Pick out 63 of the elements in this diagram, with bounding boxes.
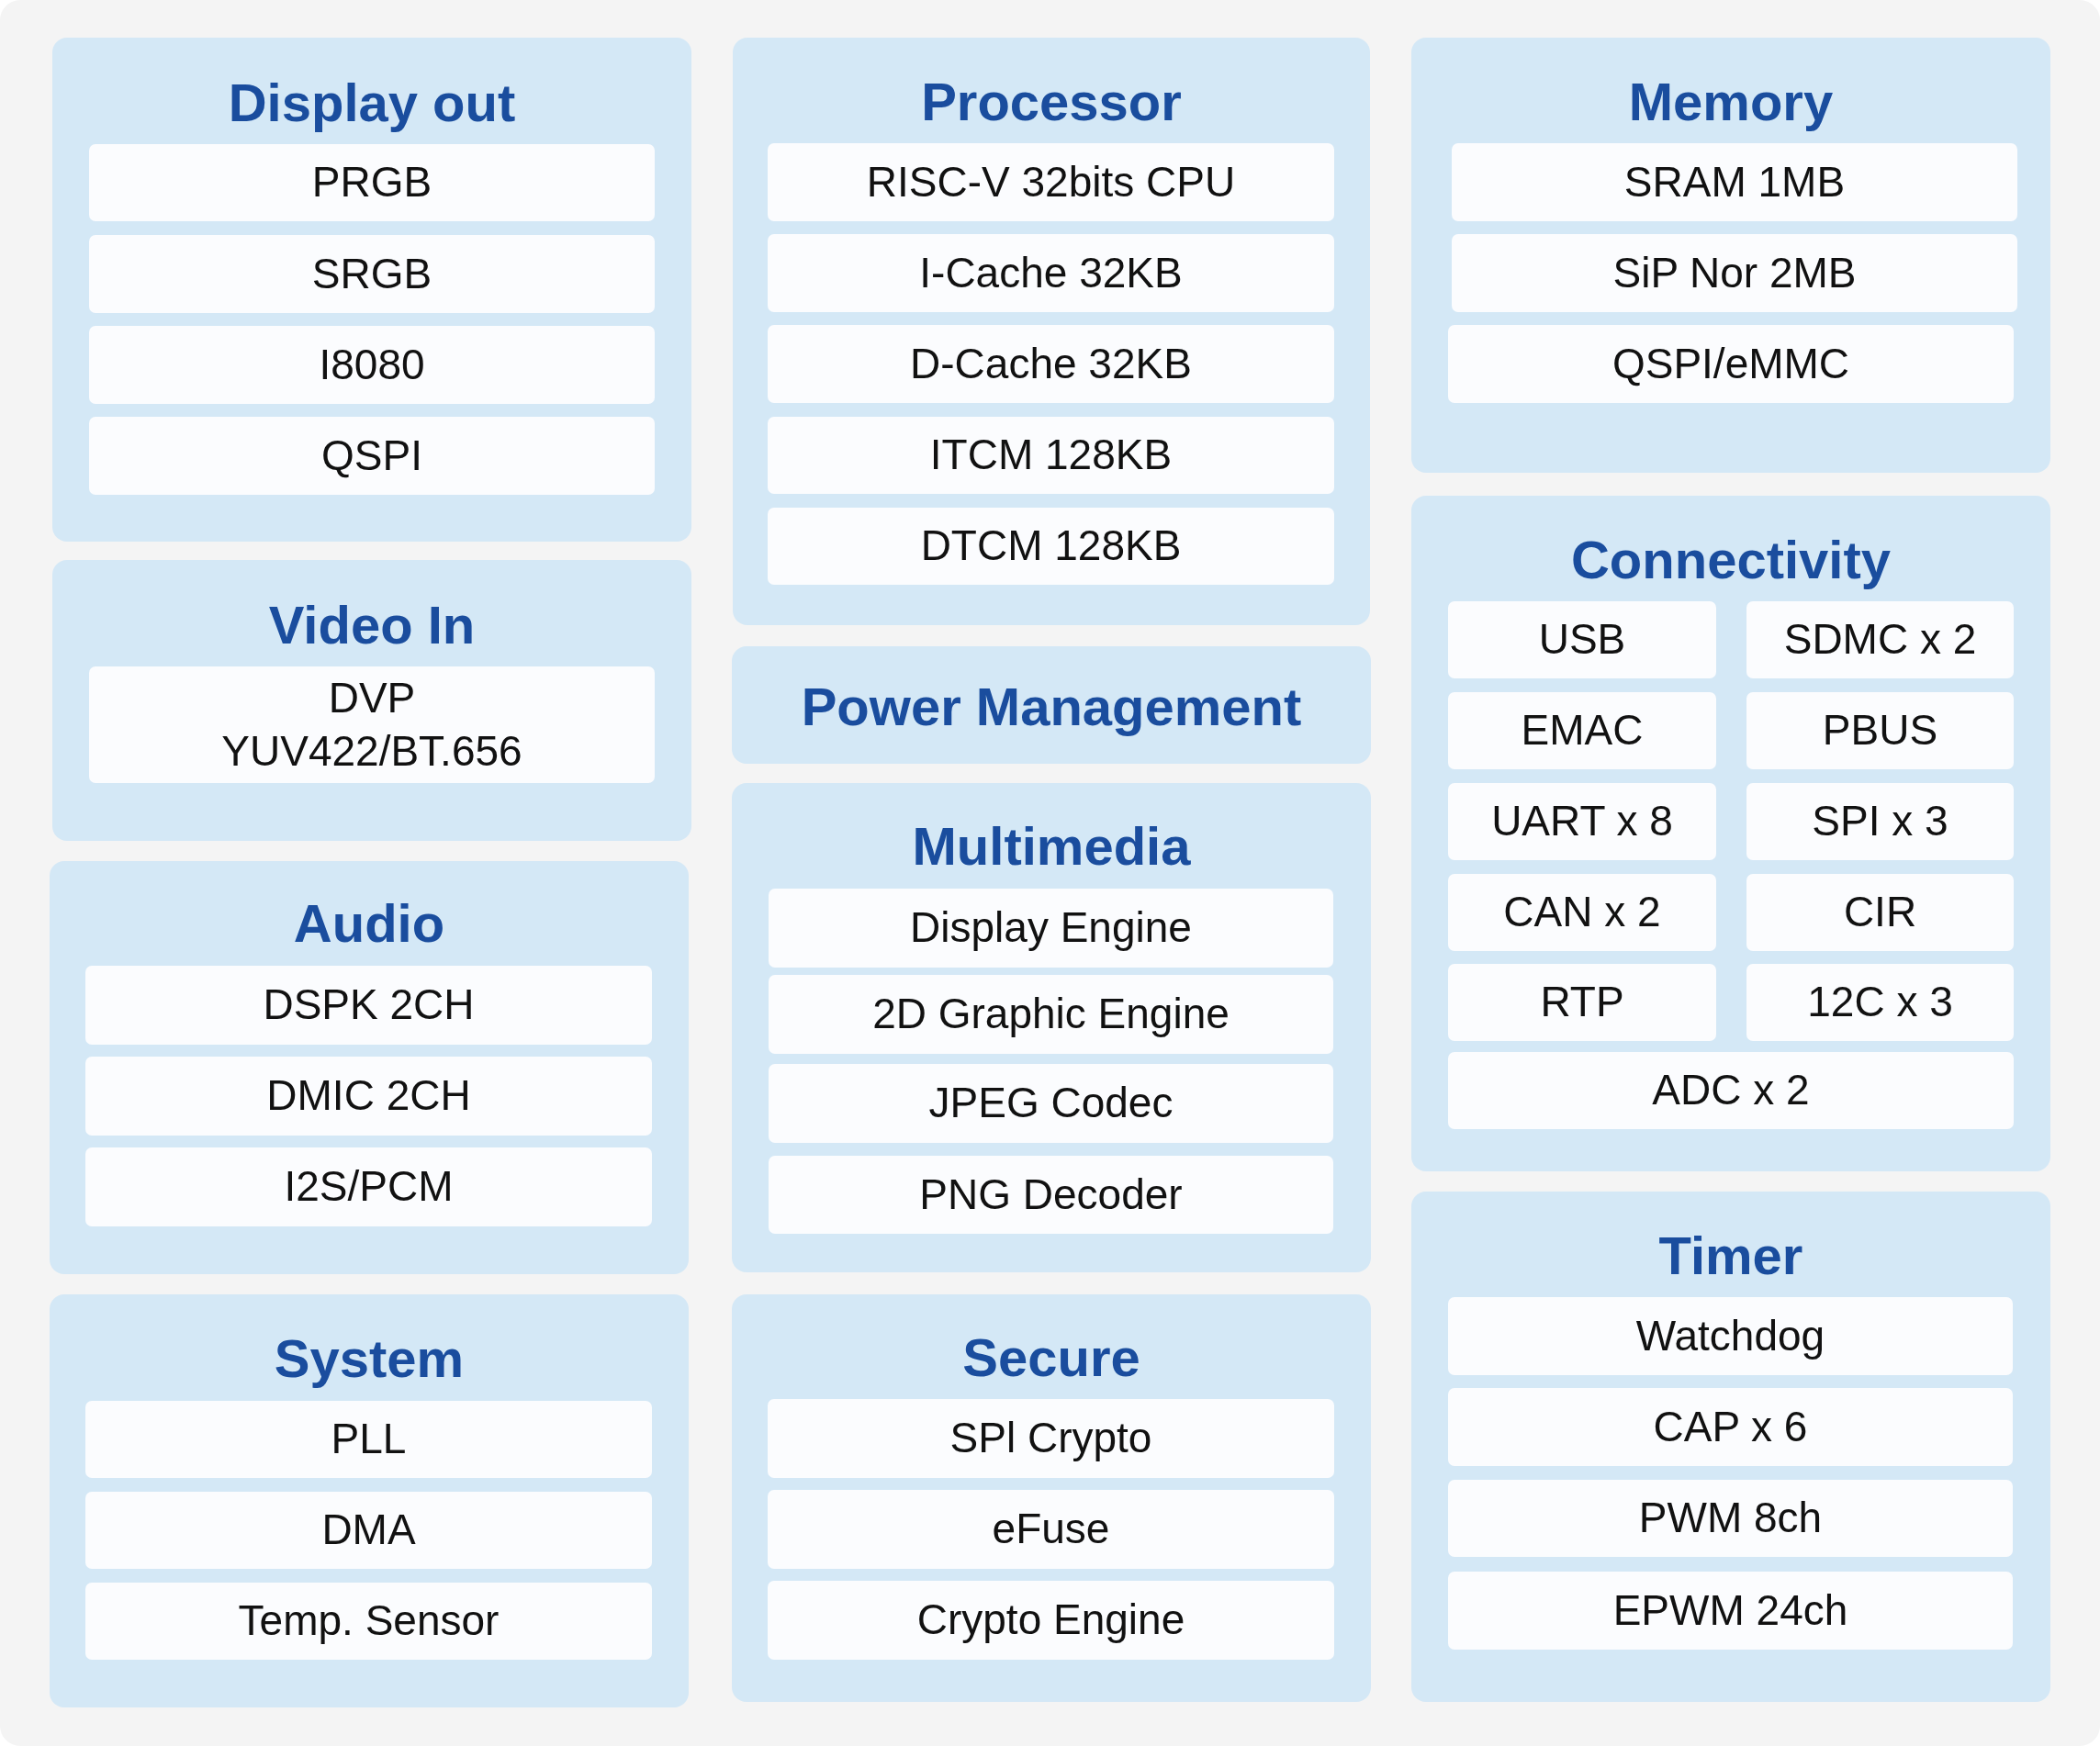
category-panel: [50, 1294, 689, 1707]
feature-tile: 2D Graphic Engine: [769, 975, 1333, 1054]
feature-tile: ADC x 2: [1448, 1052, 2014, 1129]
category-panel: [1411, 496, 2050, 1171]
feature-tile: SPI x 3: [1746, 783, 2014, 860]
feature-tile: SDMC x 2: [1746, 601, 2014, 678]
feature-tile: QSPI/eMMC: [1448, 325, 2014, 403]
feature-tile: PWM 8ch: [1448, 1480, 2013, 1557]
feature-tile: I8080: [89, 326, 655, 404]
feature-tile: USB: [1448, 601, 1716, 678]
feature-tile: JPEG Codec: [769, 1064, 1333, 1143]
feature-tile: Watchdog: [1448, 1297, 2013, 1375]
feature-tile: eFuse: [768, 1490, 1334, 1569]
feature-tile: QSPI: [89, 417, 655, 495]
feature-tile: I-Cache 32KB: [768, 234, 1334, 312]
feature-tile: PRGB: [89, 144, 655, 221]
feature-tile: RISC-V 32bits CPU: [768, 143, 1334, 221]
feature-tile: UART x 8: [1448, 783, 1716, 860]
panel-heading: Processor: [921, 71, 1182, 133]
category-panel: [52, 38, 691, 542]
category-panel: [732, 783, 1371, 1272]
category-panel: [50, 861, 689, 1274]
feature-tile: Temp. Sensor: [85, 1583, 652, 1660]
feature-tile: CAN x 2: [1448, 874, 1716, 951]
panel-heading: Display out: [228, 72, 516, 134]
feature-tile: SRAM 1MB: [1452, 143, 2017, 221]
feature-tile: 12C x 3: [1746, 964, 2014, 1041]
feature-tile: SPl Crypto: [768, 1399, 1334, 1478]
panel-heading: Multimedia: [912, 815, 1191, 878]
feature-tile: I2S/PCM: [85, 1147, 652, 1226]
category-panel: [1411, 1192, 2050, 1702]
panel-heading: System: [274, 1327, 465, 1390]
panel-heading: Secure: [962, 1326, 1140, 1389]
feature-tile: ITCM 128KB: [768, 417, 1334, 494]
feature-tile: EPWM 24ch: [1448, 1572, 2013, 1650]
feature-tile: SiP Nor 2MB: [1452, 234, 2017, 312]
feature-tile: PBUS: [1746, 692, 2014, 769]
feature-tile: DTCM 128KB: [768, 508, 1334, 585]
feature-tile: D-Cache 32KB: [768, 325, 1334, 403]
panel-heading: Memory: [1628, 71, 1834, 133]
feature-tile: RTP: [1448, 964, 1716, 1041]
feature-tile: DMA: [85, 1492, 652, 1569]
feature-tile: EMAC: [1448, 692, 1716, 769]
category-panel: [732, 646, 1371, 764]
category-panel: [52, 560, 691, 841]
feature-tile: Crypto Engine: [768, 1581, 1334, 1660]
feature-tile: DVP YUV422/BT.656: [89, 666, 655, 783]
feature-tile: CIR: [1746, 874, 2014, 951]
category-panel: [1411, 38, 2050, 473]
panel-heading: Video In: [268, 594, 476, 656]
panel-heading: Connectivity: [1570, 529, 1892, 591]
category-panel: [733, 38, 1370, 625]
feature-tile: PLL: [85, 1401, 652, 1478]
feature-tile: DSPK 2CH: [85, 966, 652, 1045]
category-panel: [732, 1294, 1371, 1702]
panel-heading: Timer: [1658, 1225, 1803, 1287]
feature-tile: CAP x 6: [1448, 1388, 2013, 1466]
panel-heading: Audio: [293, 892, 445, 955]
feature-tile: Display Engine: [769, 889, 1333, 968]
panel-heading: Power Management: [801, 676, 1302, 738]
feature-tile: PNG Decoder: [769, 1156, 1333, 1234]
feature-tile: SRGB: [89, 235, 655, 313]
feature-tile: DMIC 2CH: [85, 1057, 652, 1136]
